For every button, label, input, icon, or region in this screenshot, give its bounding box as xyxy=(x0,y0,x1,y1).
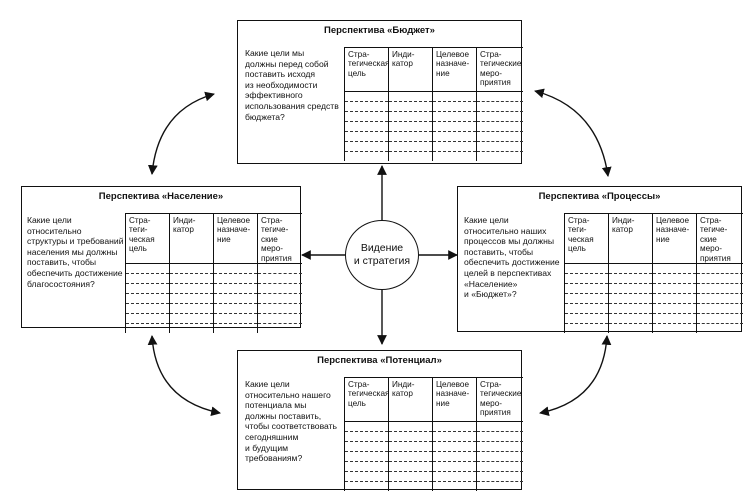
perspective-question: Какие цели относительно нашего потенциал… xyxy=(245,379,338,464)
col-header: Инди- катор xyxy=(388,377,433,422)
col-header: Инди- катор xyxy=(169,212,214,264)
perspective-question: Какие цели относительно структуры и треб… xyxy=(27,215,124,289)
curve-budget-population xyxy=(147,91,215,175)
col-header: Стра- тегическая цель xyxy=(344,47,389,92)
col-header: Стра- тегиче- ские меро- приятия xyxy=(696,212,743,264)
col-header: Стра- тегические меро- приятия xyxy=(476,377,523,422)
col-header: Стра- тегиче- ские меро- приятия xyxy=(257,212,302,264)
col-header: Стра- тегическая цель xyxy=(344,377,389,422)
curve-processes-potential xyxy=(539,335,612,417)
perspective-potential: Перспектива «Потенциал» Какие цели относ… xyxy=(237,350,523,491)
col-header: Целевое назначе- ние xyxy=(432,377,477,422)
perspective-budget: Перспектива «Бюджет» Какие цели мы должн… xyxy=(237,20,523,164)
perspective-population: Перспектива «Население» Какие цели относ… xyxy=(21,186,302,334)
perspective-title: Перспектива «Потенциал» xyxy=(317,355,442,366)
perspective-question: Какие цели мы должны перед собой постави… xyxy=(245,48,339,122)
perspective-processes: Перспектива «Процессы» Какие цели относи… xyxy=(457,186,743,334)
col-header: Стра- теги- ческая цель xyxy=(564,212,609,264)
vision-strategy-circle: Видение и стратегия xyxy=(345,220,419,290)
col-header: Целевое назначе- ние xyxy=(213,212,258,264)
col-header: Инди- катор xyxy=(608,212,653,264)
col-header: Стра- теги- ческая цель xyxy=(125,212,170,264)
perspective-title: Перспектива «Процессы» xyxy=(538,191,661,202)
perspective-question: Какие цели относительно наших процессов … xyxy=(464,215,560,300)
perspective-title: Перспектива «Население» xyxy=(98,191,224,202)
curve-budget-processes xyxy=(534,88,612,177)
curve-population-potential xyxy=(147,335,221,417)
col-header: Стра- тегические меро- приятия xyxy=(476,47,523,92)
col-header: Инди- катор xyxy=(388,47,433,92)
center-label: Видение и стратегия xyxy=(353,242,411,267)
perspective-title: Перспектива «Бюджет» xyxy=(324,25,435,36)
col-header: Целевое назначе- ние xyxy=(432,47,477,92)
col-header: Целевое назначе- ние xyxy=(652,212,697,264)
